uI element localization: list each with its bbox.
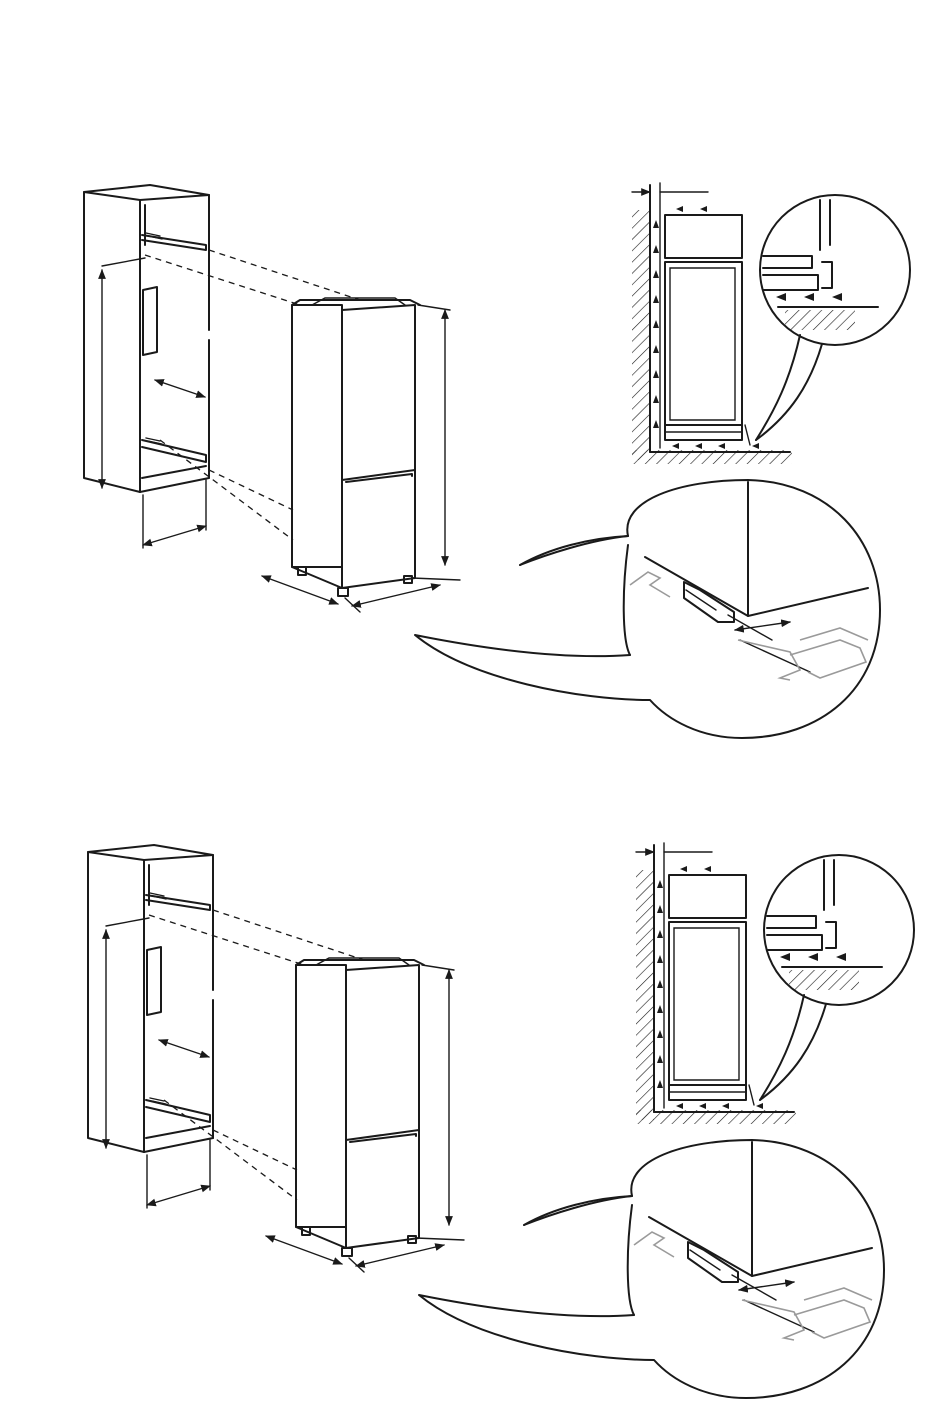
panel-bottom (88, 843, 914, 1398)
panel-top (84, 183, 910, 738)
